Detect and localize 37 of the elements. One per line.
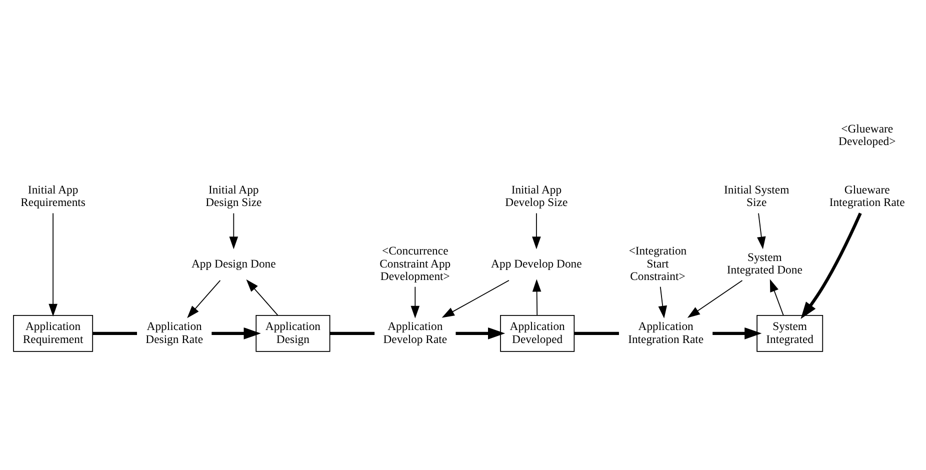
node-text: Glueware Integration Rate <box>829 183 905 209</box>
arrow <box>532 212 541 249</box>
connector <box>574 331 619 334</box>
arrow <box>229 212 238 249</box>
node-text: System Integrated Done <box>726 250 802 276</box>
arrow <box>246 278 278 316</box>
node-box: Application Design <box>256 314 330 352</box>
arrow <box>212 326 261 339</box>
node-text: Application Integration Rate <box>628 320 704 346</box>
arrow <box>442 280 510 318</box>
node-text: Initial App Design Size <box>206 183 262 209</box>
node-box: Application Requirement <box>13 314 94 352</box>
node-text: <Integration Start Constraint> <box>628 244 687 282</box>
label: <Glueware Developed> <box>838 122 896 148</box>
node-text: Initial App Develop Size <box>505 183 568 209</box>
arrow <box>187 280 221 318</box>
arrow <box>410 286 420 318</box>
arrow <box>48 212 58 316</box>
node-text: <Concurrence Constraint App Development> <box>380 244 451 282</box>
node-text: Initial System Size <box>724 183 790 209</box>
node-box: System Integrated <box>756 314 824 352</box>
connector <box>330 331 375 334</box>
arrow <box>770 278 784 316</box>
arrow <box>757 212 766 249</box>
node-text: Initial App Requirements <box>20 183 86 209</box>
node-text: Application Design Rate <box>146 320 204 346</box>
arrow <box>532 278 542 316</box>
arrow <box>712 326 762 339</box>
connector <box>92 331 137 334</box>
node-text: App Design Done <box>192 256 276 270</box>
node-text: App Develop Done <box>491 256 582 270</box>
arrow <box>800 212 862 318</box>
node-text: Application Develop Rate <box>383 320 448 346</box>
node-box: Application Developed <box>500 314 575 352</box>
arrow <box>456 326 506 339</box>
arrow <box>687 280 743 318</box>
arrow <box>658 286 668 318</box>
